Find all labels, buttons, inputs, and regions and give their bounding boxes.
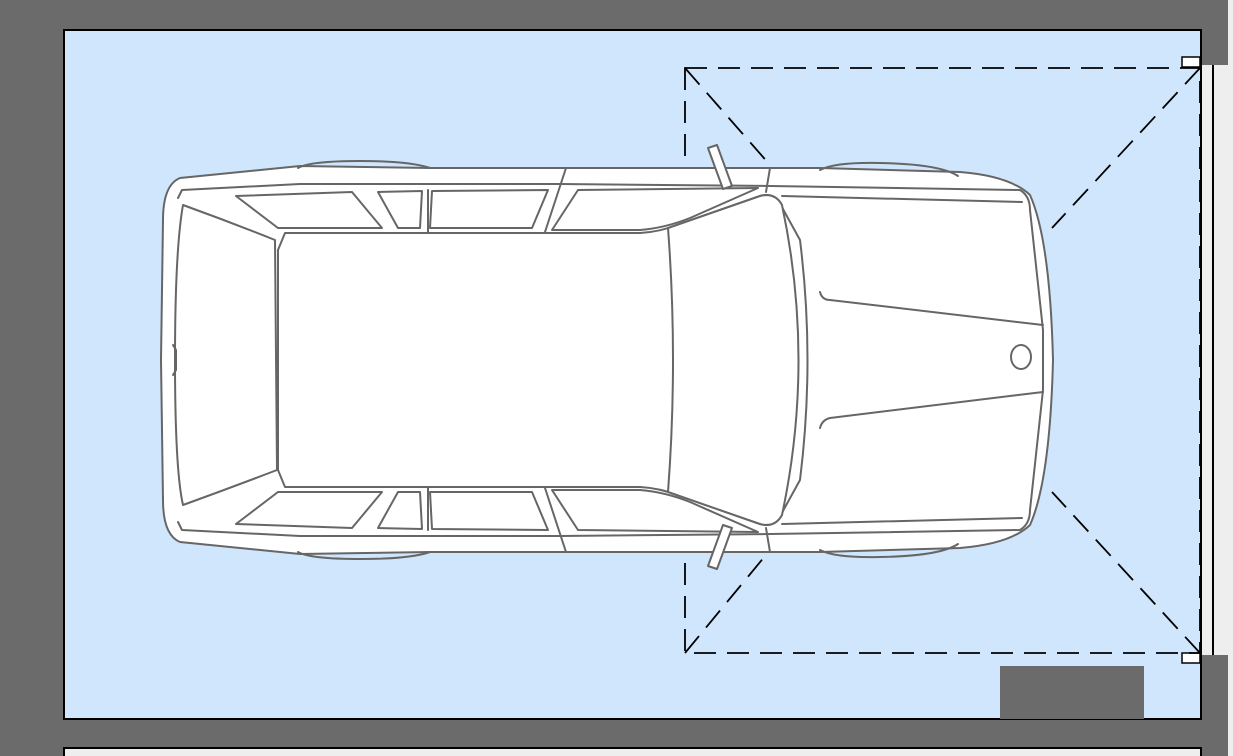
right-window-mid-2 [429, 491, 549, 531]
left-window-mid-2 [429, 189, 549, 229]
right-window-mid-1 [377, 491, 423, 530]
left-mirror [707, 144, 733, 190]
hood-emblem [1010, 344, 1032, 370]
garage-door-swing-icon [684, 67, 1201, 654]
adjacent-room-edge [63, 747, 1202, 756]
pillar-line [544, 167, 567, 233]
right-mirror [707, 524, 733, 570]
rear-window [174, 204, 278, 506]
body-shoulder-line [177, 183, 1044, 537]
right-window-rear [235, 491, 383, 529]
bottom-wall [0, 718, 1228, 748]
pillar-line [544, 487, 567, 553]
hood-left-crease [819, 291, 1044, 326]
rear-bumper-notch [172, 344, 177, 376]
wall-column [1000, 666, 1144, 719]
windshield [667, 194, 800, 526]
door-hinge-bottom [1181, 652, 1201, 664]
pillar-line [765, 167, 771, 193]
outside-right [1215, 60, 1233, 660]
left-window-front [551, 187, 759, 231]
right-wall-upper [1200, 0, 1228, 65]
right-window-front [551, 489, 759, 533]
rear-right-wheel-arch [297, 551, 431, 560]
left-window-rear [235, 191, 383, 229]
top-wall [0, 0, 1228, 30]
car-top-view-icon [160, 144, 1054, 570]
pillar-line [765, 527, 771, 553]
rear-left-wheel-arch [297, 160, 431, 169]
front-right-wheel-arch [819, 543, 959, 559]
front-left-wheel-arch [819, 161, 959, 177]
door-hinge-top [1181, 56, 1201, 68]
left-window-mid-1 [377, 190, 423, 229]
hood-edge [781, 195, 1023, 525]
left-wall [0, 0, 64, 756]
hood-right-crease [819, 391, 1044, 429]
